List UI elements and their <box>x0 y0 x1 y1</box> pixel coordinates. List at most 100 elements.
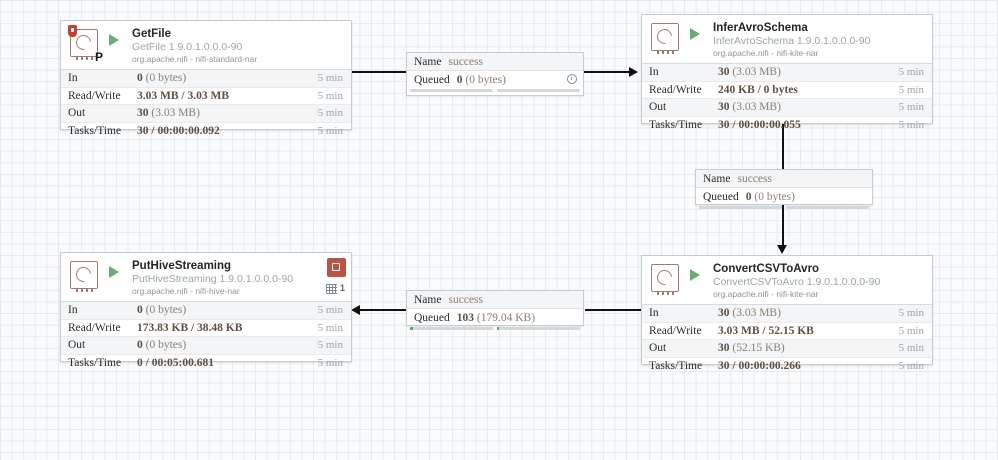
edge-getfile-to-queue[interactable] <box>351 71 407 73</box>
stat-value-bold: 3.03 MB / 52.15 KB <box>718 324 814 337</box>
edge-queue3-to-puthivestreaming[interactable] <box>360 309 408 311</box>
run-status-running-icon <box>690 28 700 40</box>
connection-queued-size: (0 bytes) <box>754 190 795 203</box>
connection-name-row: Name success <box>407 291 583 309</box>
arrowhead-into-puthivestreaming <box>351 304 360 315</box>
connection-getfile-to-inferavroschema[interactable]: Name success Queued 0 (0 bytes) <box>406 52 584 96</box>
stat-label: Out <box>649 101 667 114</box>
stat-label: Tasks/Time <box>649 118 703 131</box>
connection-queued-size: (179.04 KB) <box>476 311 536 324</box>
stat-value: 0 / 00:05:00.681 <box>137 357 318 369</box>
edge-queue2-to-convertcsvtoavro[interactable] <box>782 205 784 247</box>
stat-row-in: In 30 (3.03 MB) 5 min <box>642 64 932 82</box>
arrowhead-into-inferavroschema <box>629 66 638 77</box>
processor-bundle: org.apache.nifi - nifi-kite-nar <box>713 289 819 299</box>
stat-timeframe: 5 min <box>317 321 343 334</box>
stat-value-rest: (3.03 MB) <box>732 66 781 79</box>
edge-inferavroschema-to-queue2[interactable] <box>782 120 784 170</box>
stat-value-bold: 0 / 00:05:00.681 <box>137 356 214 369</box>
stat-label: Out <box>68 339 86 352</box>
edge-queue-to-inferavroschema[interactable] <box>583 71 631 73</box>
processor-header: PutHiveStreaming PutHiveStreaming 1.9.0.… <box>61 253 351 301</box>
backpressure-size-bar <box>497 327 580 330</box>
stat-timeframe: 5 min <box>898 324 924 337</box>
arrowhead-into-convertcsvtoavro <box>777 245 787 254</box>
active-thread-count: 1 <box>325 283 345 295</box>
edge-convertcsvtoavro-to-queue3[interactable] <box>585 309 643 311</box>
stat-row-in: In 30 (3.03 MB) 5 min <box>642 305 932 323</box>
stat-value-bold: 30 <box>718 101 730 114</box>
backpressure-size-bar <box>497 89 580 92</box>
stat-row-out: Out 30 (3.03 MB) 5 min <box>642 99 932 117</box>
connection-name-key: Name <box>414 55 442 68</box>
connection-queued-value: 103 (179.04 KB) <box>450 312 535 324</box>
stat-value-rest: (52.15 KB) <box>732 342 785 355</box>
stat-value-bold: 30 <box>718 342 730 355</box>
processor-icon <box>651 23 681 54</box>
processor-stats: In 30 (3.03 MB) 5 min Read/Write 3.03 MB… <box>642 304 932 374</box>
connection-name-key: Name <box>414 293 442 306</box>
connection-queued-key: Queued <box>414 73 450 86</box>
connection-queued-count: 0 <box>456 73 463 86</box>
run-status-running-icon <box>109 266 119 278</box>
processor-name: GetFile <box>132 28 171 40</box>
stat-value-rest: (3.03 MB) <box>151 107 200 120</box>
stat-row-readwrite: Read/Write 3.03 MB / 52.15 KB 5 min <box>642 323 932 340</box>
stat-label: In <box>68 304 78 317</box>
processor-getfile[interactable]: P GetFile GetFile 1.9.0.1.0.0.0-90 org.a… <box>60 20 352 137</box>
processor-name: ConvertCSVToAvro <box>713 263 820 275</box>
processor-type: InferAvroSchema 1.9.0.1.0.0.0-90 <box>713 35 871 47</box>
processor-inferavroschema[interactable]: InferAvroSchema InferAvroSchema 1.9.0.1.… <box>641 14 933 131</box>
stat-row-tasks-time: Tasks/Time 30 / 00:00:00.092 5 min <box>61 123 351 140</box>
stat-row-readwrite: Read/Write 240 KB / 0 bytes 5 min <box>642 82 932 99</box>
processor-puthivestreaming[interactable]: PutHiveStreaming PutHiveStreaming 1.9.0.… <box>60 252 352 369</box>
connection-name-key: Name <box>703 172 731 185</box>
connection-relationship: success <box>448 293 483 306</box>
processor-bundle: org.apache.nifi - nifi-standard-nar <box>132 54 258 64</box>
stat-value-bold: 173.83 KB / 38.48 KB <box>137 321 243 334</box>
connection-queued-row: Queued 0 (0 bytes) <box>407 71 583 88</box>
stat-value-rest: (3.03 MB) <box>732 101 781 114</box>
processor-convertcsvtoavro[interactable]: ConvertCSVToAvro ConvertCSVToAvro 1.9.0.… <box>641 255 933 372</box>
processor-name: InferAvroSchema <box>713 22 808 34</box>
stat-timeframe: 5 min <box>317 72 343 85</box>
stat-timeframe: 5 min <box>317 89 343 102</box>
connection-inferavroschema-to-convertcsvtoavro[interactable]: Name success Queued 0 (0 bytes) <box>695 169 873 209</box>
backpressure-bars <box>407 88 583 94</box>
processor-type: ConvertCSVToAvro 1.9.0.1.0.0.0-90 <box>713 276 881 288</box>
stat-value: 30 / 00:00:00.092 <box>137 125 318 137</box>
active-thread-count-value: 1 <box>339 283 345 295</box>
bulletin-indicator-icon[interactable] <box>327 258 346 277</box>
stat-timeframe: 5 min <box>898 101 924 114</box>
stat-value: 240 KB / 0 bytes <box>718 84 899 96</box>
stat-value: 173.83 KB / 38.48 KB <box>137 322 318 334</box>
stat-timeframe: 5 min <box>898 66 924 79</box>
connection-queued-row: Queued 0 (0 bytes) <box>696 188 872 205</box>
connection-name-row: Name success <box>407 53 583 71</box>
stat-value-bold: 0 <box>137 339 143 352</box>
stat-row-in: In 0 (0 bytes) 5 min <box>61 70 351 88</box>
stat-row-out: Out 30 (52.15 KB) 5 min <box>642 340 932 358</box>
connection-convertcsvtoavro-to-puthivestreaming[interactable]: Name success Queued 103 (179.04 KB) <box>406 290 584 330</box>
processor-type: GetFile 1.9.0.1.0.0.0-90 <box>132 41 243 53</box>
stat-value-bold: 30 <box>718 66 730 79</box>
processor-header: InferAvroSchema InferAvroSchema 1.9.0.1.… <box>642 15 932 63</box>
stat-timeframe: 5 min <box>898 307 924 320</box>
stat-timeframe: 5 min <box>317 124 343 137</box>
stat-timeframe: 5 min <box>317 107 343 120</box>
stat-value: 0 (0 bytes) <box>137 304 318 316</box>
stat-row-out: Out 0 (0 bytes) 5 min <box>61 337 351 355</box>
stat-timeframe: 5 min <box>317 339 343 352</box>
stat-value: 0 (0 bytes) <box>137 72 318 84</box>
stat-timeframe: 5 min <box>898 359 924 372</box>
stat-value-bold: 30 <box>137 107 149 120</box>
secure-shield-icon <box>68 25 77 37</box>
connection-queued-value: 0 (0 bytes) <box>450 74 506 86</box>
stat-row-in: In 0 (0 bytes) 5 min <box>61 302 351 320</box>
processor-stats: In 0 (0 bytes) 5 min Read/Write 173.83 K… <box>61 301 351 371</box>
connection-queued-size: (0 bytes) <box>465 73 506 86</box>
run-status-running-icon <box>690 269 700 281</box>
stat-value: 30 (3.03 MB) <box>718 66 899 78</box>
processor-type: PutHiveStreaming 1.9.0.1.0.0.0-90 <box>132 273 294 285</box>
